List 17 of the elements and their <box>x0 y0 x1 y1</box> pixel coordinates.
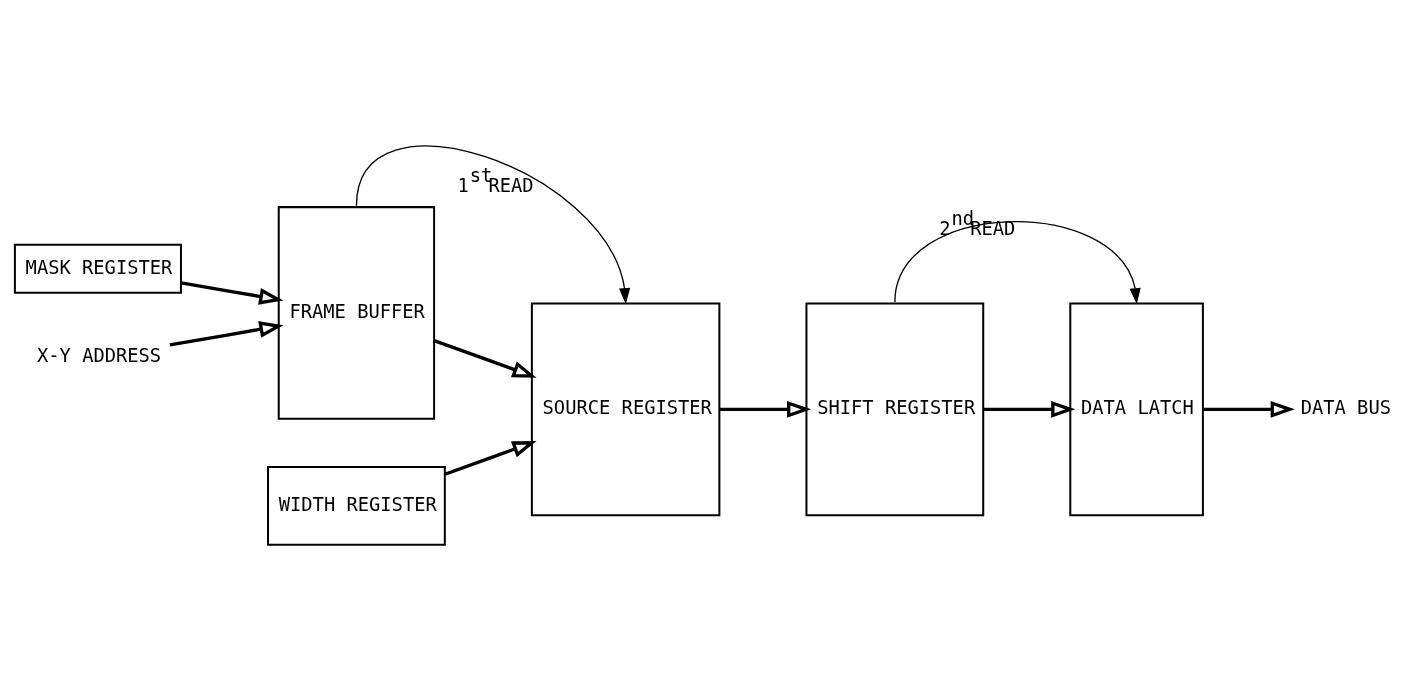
node-box: SOURCE REGISTER <box>530 302 721 517</box>
node-text: X-Y ADDRESS <box>36 345 162 367</box>
arrow <box>983 400 1076 418</box>
node-box: DATA LATCH <box>1069 302 1204 517</box>
node-box: FRAME BUFFER <box>277 206 436 420</box>
node-box: WIDTH REGISTER <box>267 465 446 546</box>
node-box: SHIFT REGISTER <box>805 302 985 517</box>
arrow <box>433 339 537 378</box>
arrow <box>180 281 284 305</box>
arrow <box>894 221 1141 305</box>
node-text: DATA BUS <box>1300 397 1391 419</box>
node-box: MASK REGISTER <box>13 243 182 294</box>
arrow <box>719 400 812 418</box>
arrow <box>444 441 537 476</box>
arrow <box>1203 400 1295 418</box>
arrow <box>169 321 284 347</box>
arrow <box>355 145 631 305</box>
